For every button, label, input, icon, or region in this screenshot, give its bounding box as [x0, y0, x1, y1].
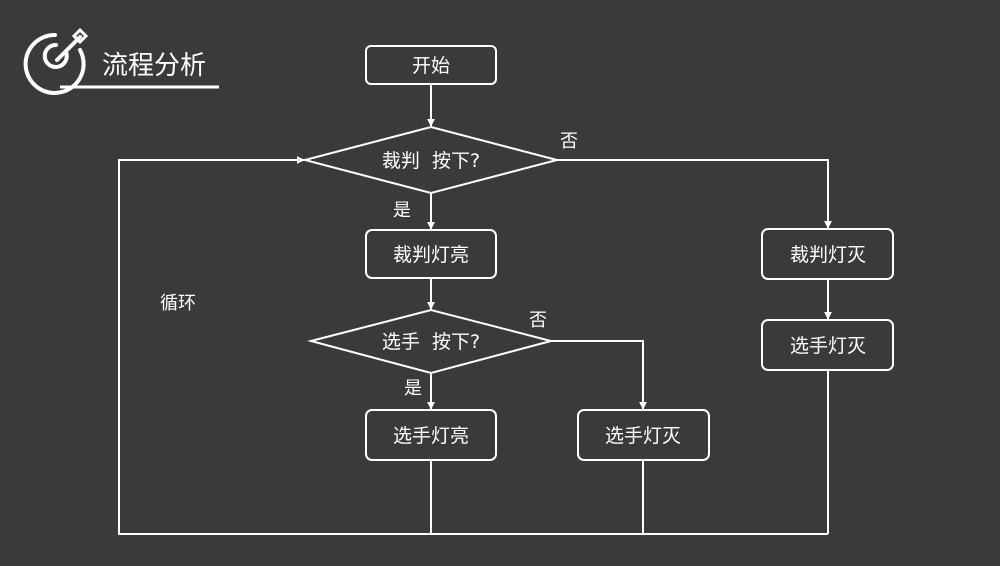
player-on-label: 选手灯亮	[393, 425, 469, 447]
player-off-label: 选手灯灭	[605, 425, 681, 447]
referee-no-label: 否	[560, 131, 578, 152]
edge-referee-no	[557, 159, 832, 229]
referee-yes-label: 是	[393, 200, 411, 221]
edge-player-no	[551, 340, 647, 410]
player-off-right-label: 选手灯灭	[790, 335, 866, 357]
target-arrow-icon	[23, 27, 89, 95]
edge-loop-back	[118, 156, 828, 535]
player-yes-label: 是	[404, 378, 422, 399]
player-no-label: 否	[529, 310, 547, 331]
header-logo: 流程分析	[23, 27, 219, 95]
referee-on-label: 裁判灯亮	[393, 244, 469, 266]
player-decision-label: 选手 按下?	[382, 331, 480, 353]
referee-decision-label: 裁判 按下?	[382, 150, 480, 172]
page-title: 流程分析	[102, 51, 206, 81]
start-label: 开始	[412, 55, 450, 77]
loop-label: 循环	[160, 293, 196, 314]
referee-off-label: 裁判灯灭	[790, 244, 866, 266]
